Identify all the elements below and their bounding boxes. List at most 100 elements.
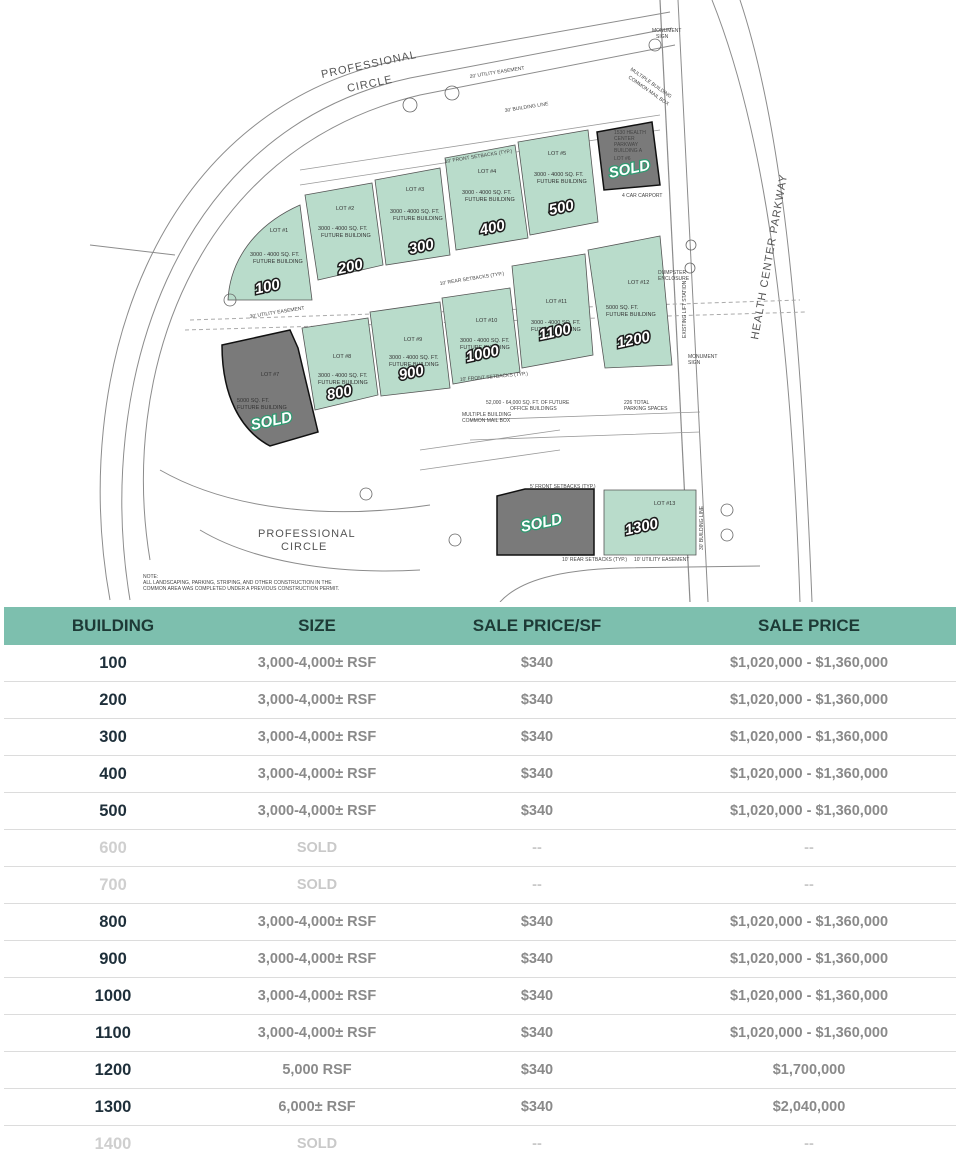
lot-13[interactable]	[603, 489, 697, 556]
svg-text:MONUMENT: MONUMENT	[652, 28, 681, 34]
svg-text:10' REAR SETBACKS (TYP.): 10' REAR SETBACKS (TYP.)	[562, 557, 627, 563]
cell-price: --	[804, 1136, 814, 1152]
svg-text:5' FRONT SETBACKS (TYP.): 5' FRONT SETBACKS (TYP.)	[530, 484, 596, 490]
lot-9[interactable]	[369, 301, 451, 397]
street-professional-circle-bottom-2: CIRCLE	[281, 541, 327, 553]
lot-3[interactable]	[374, 167, 451, 266]
cell-size: 5,000 RSF	[222, 1051, 412, 1089]
svg-text:CENTER: CENTER	[614, 136, 635, 142]
svg-text:3000 - 4000 SQ. FT.: 3000 - 4000 SQ. FT.	[318, 373, 368, 379]
svg-text:NOTE:: NOTE:	[143, 574, 158, 580]
street-professional-circle-bottom: PROFESSIONAL	[258, 528, 356, 540]
cell-price: --	[662, 866, 956, 904]
header-size: SIZE	[222, 607, 412, 645]
svg-text:30' BUILDING LINE: 30' BUILDING LINE	[504, 101, 549, 114]
svg-text:SIGN: SIGN	[688, 360, 701, 366]
lot-labels: LOT #1 3000 - 4000 SQ. FT. FUTURE BUILDI…	[237, 151, 675, 507]
lot-12[interactable]	[587, 235, 673, 369]
lot-5[interactable]	[517, 129, 599, 236]
site-plan: PROFESSIONAL CIRCLE PROFESSIONAL CIRCLE …	[89, 0, 813, 602]
cell-price-sf: $340	[412, 718, 662, 756]
cell-building: 400	[4, 755, 222, 793]
svg-text:FUTURE BUILDING: FUTURE BUILDING	[606, 312, 656, 318]
lot-2[interactable]	[304, 182, 384, 281]
cell-price-sf: --	[412, 829, 662, 867]
cell-building: 600	[4, 829, 222, 867]
cell-price: $1,020,000 - $1,360,000	[662, 681, 956, 719]
svg-text:3000 - 4000 SQ. FT.: 3000 - 4000 SQ. FT.	[460, 338, 510, 344]
svg-text:LOT #6: LOT #6	[614, 156, 631, 162]
svg-text:3000 - 4000 SQ. FT.: 3000 - 4000 SQ. FT.	[250, 252, 300, 258]
svg-text:EXISTING LIFT STATION: EXISTING LIFT STATION	[682, 280, 688, 338]
lot-1[interactable]	[227, 204, 313, 301]
svg-text:LOT #4: LOT #4	[478, 169, 496, 175]
svg-text:FUTURE BUILDING: FUTURE BUILDING	[237, 405, 287, 411]
cell-size: SOLD	[222, 829, 412, 867]
cell-building: 200	[4, 681, 222, 719]
svg-text:FUTURE BUILDING: FUTURE BUILDING	[531, 327, 581, 333]
svg-text:PARKING SPACES: PARKING SPACES	[624, 406, 668, 412]
svg-text:3000 - 4000 SQ. FT.: 3000 - 4000 SQ. FT.	[462, 190, 512, 196]
lot-11[interactable]	[511, 253, 594, 369]
svg-text:3000 - 4000 SQ. FT.: 3000 - 4000 SQ. FT.	[531, 320, 581, 326]
cell-price: $1,020,000 - $1,360,000	[662, 792, 956, 830]
svg-text:FUTURE BUILDING: FUTURE BUILDING	[321, 233, 371, 239]
lot-4[interactable]	[444, 144, 529, 251]
svg-text:COMMON AREA WAS COMPLETED UNDE: COMMON AREA WAS COMPLETED UNDER A PREVIO…	[143, 586, 339, 592]
svg-text:5000 SQ. FT.: 5000 SQ. FT.	[237, 398, 270, 404]
svg-text:DUMPSTER: DUMPSTER	[658, 270, 686, 276]
svg-text:3000 - 4000 SQ. FT.: 3000 - 4000 SQ. FT.	[389, 355, 439, 361]
svg-text:PARKWAY: PARKWAY	[614, 142, 639, 148]
svg-text:LOT #7: LOT #7	[261, 372, 279, 378]
svg-text:LOT #10: LOT #10	[476, 318, 497, 324]
svg-text:FUTURE BUILDING: FUTURE BUILDING	[537, 179, 587, 185]
svg-text:3000 - 4000 SQ. FT.: 3000 - 4000 SQ. FT.	[318, 226, 368, 232]
svg-text:LOT #9: LOT #9	[404, 337, 422, 343]
header-sale-price-sf: SALE PRICE/SF	[412, 607, 662, 645]
cell-price-sf: $340	[412, 903, 662, 941]
svg-text:4 CAR CARPORT: 4 CAR CARPORT	[622, 193, 662, 199]
lot-14-sold[interactable]	[496, 488, 595, 556]
svg-text:10' FRONT SETBACKS (TYP.): 10' FRONT SETBACKS (TYP.)	[460, 371, 529, 383]
cell-building: 900	[4, 940, 222, 978]
cell-price-sf: $340	[412, 645, 662, 682]
cell-building: 1100	[4, 1014, 222, 1052]
cell-price-sf: $340	[412, 940, 662, 978]
cell-price: $1,700,000	[662, 1051, 956, 1089]
svg-text:FUTURE BUILDING: FUTURE BUILDING	[465, 197, 515, 203]
lot-10[interactable]	[441, 287, 521, 385]
cell-building: 800	[4, 903, 222, 941]
cell-building: 1400	[94, 1134, 132, 1153]
cell-size: 3,000-4,000± RSF	[222, 645, 412, 682]
cell-price: $1,020,000 - $1,360,000	[662, 755, 956, 793]
cell-building: 1000	[4, 977, 222, 1015]
cell-building: 500	[4, 792, 222, 830]
cell-price-sf: --	[412, 866, 662, 904]
svg-text:FUTURE BUILDING: FUTURE BUILDING	[253, 259, 303, 265]
cell-building: 100	[4, 645, 222, 682]
cell-size: 3,000-4,000± RSF	[222, 977, 412, 1015]
svg-text:1530 HEALTH: 1530 HEALTH	[614, 130, 646, 136]
table-header-row: BUILDING SIZE SALE PRICE/SF SALE PRICE	[4, 607, 956, 645]
svg-text:10' UTILITY EASEMENT: 10' UTILITY EASEMENT	[634, 557, 689, 563]
header-building: BUILDING	[4, 607, 222, 645]
cell-price: $1,020,000 - $1,360,000	[662, 645, 956, 682]
svg-text:5000 SQ. FT.: 5000 SQ. FT.	[606, 305, 639, 311]
existing-building-a-sold[interactable]	[596, 121, 661, 191]
svg-text:MULTIPLE BUILDING: MULTIPLE BUILDING	[462, 412, 511, 418]
svg-text:3000 - 4000 SQ. FT.: 3000 - 4000 SQ. FT.	[390, 209, 440, 215]
lot-7-sold[interactable]	[221, 329, 319, 447]
svg-text:30' UTILITY EASEMENT: 30' UTILITY EASEMENT	[249, 305, 305, 320]
lot-8[interactable]	[301, 317, 379, 411]
street-professional-circle-top-2: CIRCLE	[346, 74, 394, 95]
